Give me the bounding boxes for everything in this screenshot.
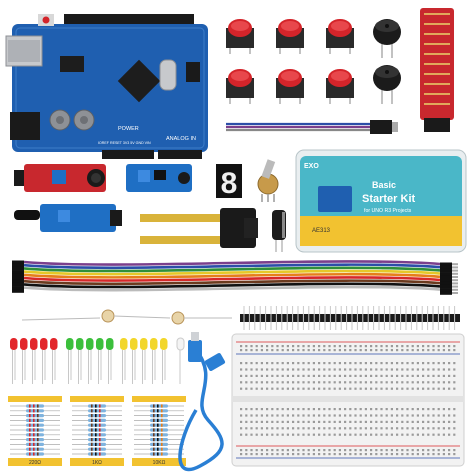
analog-header (158, 150, 202, 159)
resistor-cards: 220Ω 1KΩ 10KΩ (8, 396, 186, 466)
power-header (102, 150, 154, 159)
photoresistors (21, 309, 232, 325)
pin-header-strip (240, 306, 460, 330)
usb-cable (178, 332, 226, 472)
push-button (226, 69, 254, 104)
resistor-card-label: 1KΩ (92, 460, 102, 466)
dc-power-jack (10, 112, 40, 140)
led (150, 338, 158, 384)
short-dupont-cable (226, 120, 398, 134)
kit-box-brand: EXO (304, 163, 319, 170)
led (130, 338, 138, 384)
passive-buzzer (373, 65, 401, 104)
jumper-wires-bundle (12, 260, 458, 295)
seven-segment-digit: 8 (221, 167, 238, 200)
push-button (226, 19, 254, 54)
push-button (326, 69, 354, 104)
led (66, 338, 74, 384)
flame-sensor-module (14, 204, 122, 232)
board-analog-label: ANALOG IN (166, 136, 196, 142)
led (106, 338, 114, 384)
sound-sensor-module (14, 164, 106, 192)
electrolytic-capacitor (272, 210, 286, 252)
resistor-card-label: 220Ω (29, 460, 41, 466)
push-button (276, 69, 304, 104)
soil-moisture-sensor (140, 208, 258, 248)
led (96, 338, 104, 384)
led (160, 338, 168, 384)
board-power-label: POWER (118, 126, 139, 132)
breadboard (231, 333, 465, 467)
kit-box-model: AE313 (312, 228, 331, 234)
sensor-module-blue (126, 164, 192, 192)
resistor-card: 220Ω (8, 396, 62, 466)
potentiometer (257, 159, 279, 202)
led (140, 338, 148, 384)
leds (10, 337, 185, 384)
led (120, 338, 128, 384)
led (50, 338, 58, 384)
arduino-uno-board: POWER ANALOG IN IOREF RESET 3V3 5V GND V… (5, 14, 208, 159)
led (10, 338, 18, 384)
microcontroller-chip (117, 59, 161, 103)
kit-box-title-line1: Basic (372, 180, 396, 190)
resistor-card-label: 10KΩ (153, 460, 166, 466)
water-level-sensor (420, 8, 454, 132)
led (20, 338, 28, 384)
led-white (176, 337, 185, 384)
board-pin-labels: IOREF RESET 3V3 5V GND VIN (98, 141, 151, 145)
seven-segment-display: 8 (216, 164, 242, 200)
led (40, 338, 48, 384)
active-buzzer (373, 19, 401, 58)
kit-box: EXO Basic Starter Kit for UNO R3 Project… (295, 149, 467, 253)
push-buttons (226, 19, 354, 104)
resistor-card: 1KΩ (70, 396, 124, 466)
push-button (326, 19, 354, 54)
led (30, 338, 38, 384)
usb-serial-chip (60, 56, 84, 72)
push-button (276, 19, 304, 54)
kit-box-title-line2: Starter Kit (362, 193, 416, 205)
led (76, 338, 84, 384)
led (86, 338, 94, 384)
digital-header (64, 14, 194, 24)
resistor-card: 10KΩ (132, 396, 186, 466)
kit-box-subtitle: for UNO R3 Projects (364, 208, 412, 214)
